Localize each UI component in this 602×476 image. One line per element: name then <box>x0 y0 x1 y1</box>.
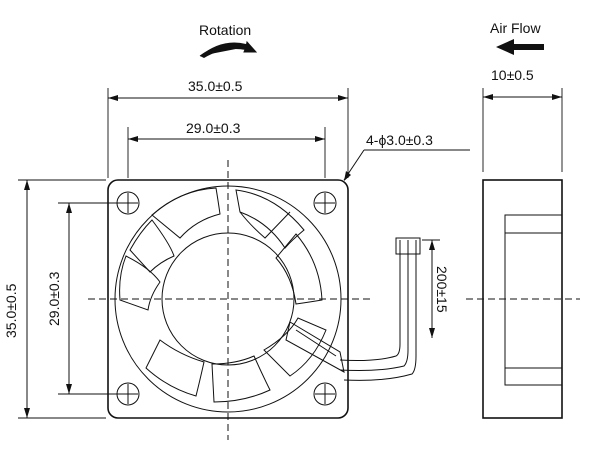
mount-hole-bottom-right-icon <box>313 382 337 406</box>
outer-height-dim-line <box>24 180 30 418</box>
lead-length-dim: 200±15 <box>434 266 450 313</box>
fan-side-view <box>466 179 580 419</box>
airflow-arrow-icon <box>496 39 544 55</box>
thickness-dim-line <box>483 94 562 100</box>
wire-connector <box>395 237 421 255</box>
fan-blades <box>119 187 327 403</box>
lead-wires <box>339 237 421 381</box>
outer-width-dim-line <box>108 95 348 101</box>
mount-hole-bottom-left-icon <box>116 382 140 406</box>
hole-callout: 4-ϕ3.0±0.3 <box>366 132 433 148</box>
fan-front-view <box>88 160 370 440</box>
side-motor-recess <box>504 214 563 386</box>
airflow-label: Air Flow <box>490 20 541 36</box>
rotation-arrow-icon <box>199 40 258 58</box>
mount-hole-top-right-icon <box>313 191 337 215</box>
wire-channel <box>285 321 345 373</box>
thickness-dim: 10±0.5 <box>491 67 534 83</box>
outer-width-dim: 35.0±0.5 <box>188 78 243 94</box>
hole-spacing-vertical-dim: 29.0±0.3 <box>46 271 62 326</box>
hole-spacing-dim: 29.0±0.3 <box>186 120 241 136</box>
rotation-label: Rotation <box>199 22 251 38</box>
hole-callout-leader <box>343 149 470 181</box>
hole-spacing-v-dim-line <box>66 203 72 394</box>
lead-length-dim-line <box>422 239 440 338</box>
outer-height-dim: 35.0±0.5 <box>3 283 19 338</box>
mount-hole-top-left-icon <box>116 191 140 215</box>
hole-spacing-dim-line <box>128 136 325 142</box>
